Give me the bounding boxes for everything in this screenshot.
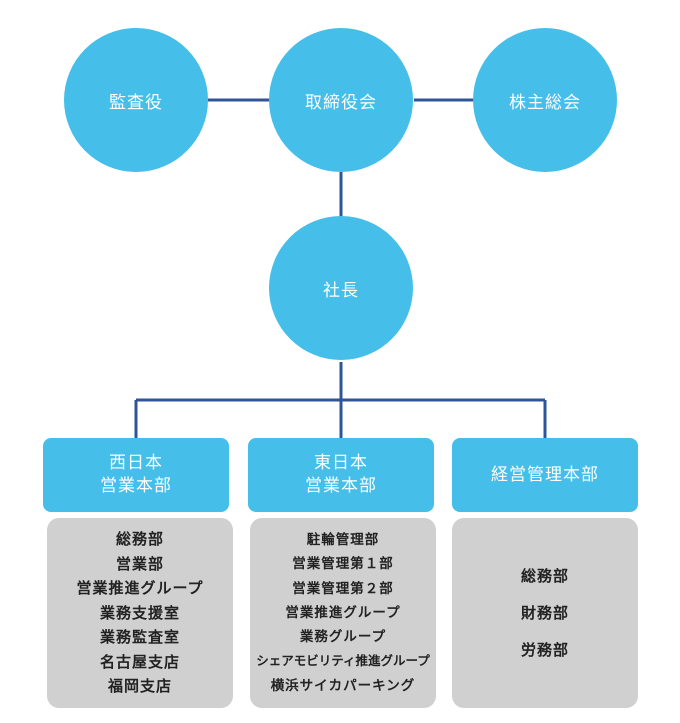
board-node: 取締役会 bbox=[269, 28, 413, 172]
list-item: 財務部 bbox=[520, 603, 569, 622]
list-item: 業務グループ bbox=[299, 629, 387, 646]
list-item: 業務支援室 bbox=[99, 603, 180, 622]
auditor-node: 監査役 bbox=[64, 28, 208, 172]
list-item: 業務監査室 bbox=[99, 628, 180, 647]
list-item: 名古屋支店 bbox=[99, 652, 180, 671]
list-item: シェアモビリティ推進グループ bbox=[256, 653, 430, 669]
list-item: 営業推進グループ bbox=[76, 579, 204, 598]
dept-management-panel: 総務部 財務部 労務部 bbox=[452, 518, 638, 708]
dept-west-header: 西日本 営業本部 bbox=[43, 438, 229, 512]
list-item: 福岡支店 bbox=[107, 677, 172, 696]
dept-management-header: 経営管理本部 bbox=[452, 438, 638, 512]
president-node: 社長 bbox=[269, 216, 413, 360]
list-item: 総務部 bbox=[115, 530, 164, 549]
dept-west-title-line-1: 西日本 bbox=[109, 453, 163, 473]
dept-east-title-line-1: 東日本 bbox=[314, 453, 368, 473]
dept-east-header: 東日本 営業本部 bbox=[248, 438, 434, 512]
list-item: 営業部 bbox=[115, 554, 164, 573]
auditor-label: 監査役 bbox=[109, 92, 163, 113]
list-item: 営業管理第２部 bbox=[292, 580, 394, 597]
shareholders-label: 株主総会 bbox=[509, 92, 581, 113]
shareholders-node: 株主総会 bbox=[473, 28, 617, 172]
list-item: 労務部 bbox=[520, 640, 569, 659]
list-item: 総務部 bbox=[520, 566, 569, 585]
list-item: 営業管理第１部 bbox=[292, 556, 394, 573]
board-label: 取締役会 bbox=[305, 92, 377, 113]
president-label: 社長 bbox=[323, 280, 359, 301]
dept-management-title: 経営管理本部 bbox=[491, 464, 599, 485]
dept-east-panel: 駐輪管理部 営業管理第１部 営業管理第２部 営業推進グループ 業務グループ シェ… bbox=[250, 518, 436, 708]
dept-east-title-line-2: 営業本部 bbox=[305, 476, 377, 496]
dept-west-panel: 総務部 営業部 営業推進グループ 業務支援室 業務監査室 名古屋支店 福岡支店 bbox=[47, 518, 233, 708]
list-item: 横浜サイカパーキング bbox=[270, 677, 416, 694]
dept-west-title-line-2: 営業本部 bbox=[100, 476, 172, 496]
list-item: 営業推進グループ bbox=[285, 604, 401, 621]
list-item: 駐輪管理部 bbox=[306, 532, 380, 549]
